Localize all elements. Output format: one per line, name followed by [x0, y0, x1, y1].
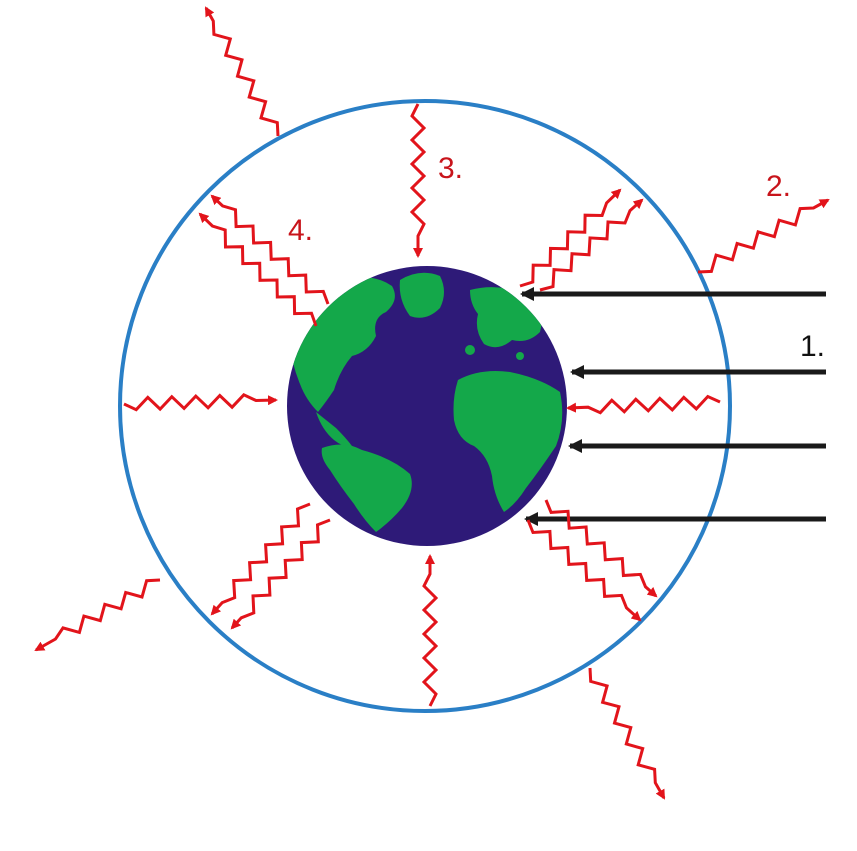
- label-emitted-to-space: 2.: [766, 170, 791, 203]
- back-radiation-arrow: [123, 392, 278, 412]
- surface-emission-arrow: [210, 194, 330, 305]
- surface-emission-arrow: [544, 499, 658, 598]
- escaping-infrared-arrow: [697, 198, 830, 274]
- infrared-arrows: [34, 6, 830, 800]
- atmosphere-ring: [118, 99, 732, 713]
- earth-globe: [287, 266, 567, 546]
- label-incoming-sunlight: 1.: [800, 330, 825, 363]
- back-radiation-arrow: [566, 394, 721, 415]
- label-back-radiation: 3.: [438, 152, 463, 185]
- escaping-infrared-arrow: [204, 6, 280, 137]
- back-radiation-arrow: [421, 554, 439, 707]
- back-radiation-arrow: [409, 103, 427, 258]
- escaping-infrared-arrow: [588, 667, 666, 800]
- surface-emission-arrow: [539, 198, 644, 292]
- label-surface-emission: 4.: [288, 214, 313, 247]
- surface-emission-arrow: [198, 212, 318, 327]
- surface-emission-arrow: [210, 502, 311, 616]
- escaping-infrared-arrow: [34, 578, 161, 652]
- incoming-sunlight-arrows: [520, 287, 826, 526]
- surface-emission-arrow: [526, 519, 642, 622]
- surface-emission-arrow: [519, 188, 622, 288]
- surface-emission-arrow: [230, 518, 331, 630]
